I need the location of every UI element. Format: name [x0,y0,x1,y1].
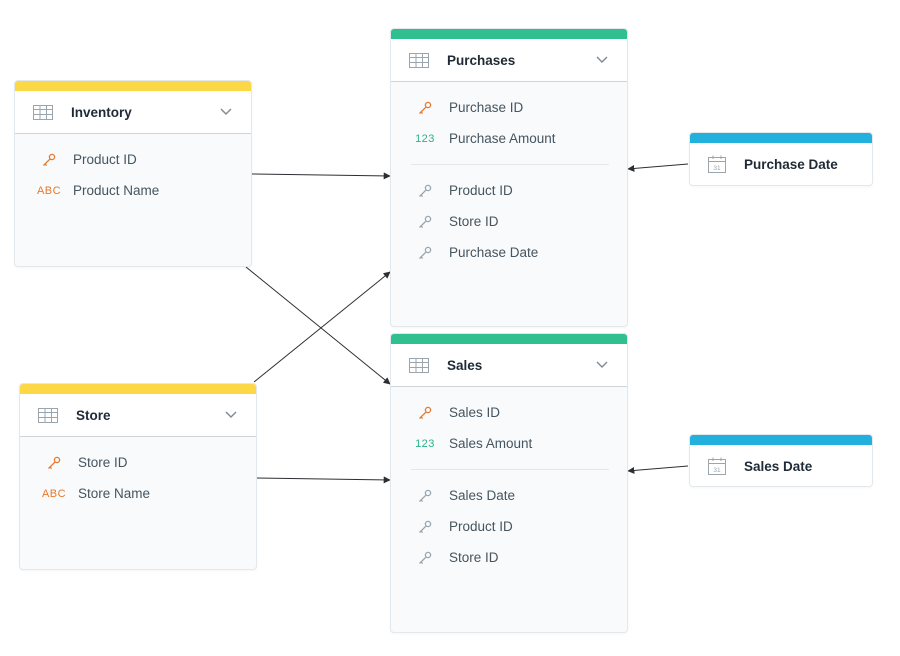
fact-dataset-bar [391,334,627,344]
field-reference[interactable]: Sales Date [391,480,627,511]
key-icon [411,101,439,115]
field-label: Store ID [449,214,499,229]
chevron-down-icon[interactable] [595,358,609,372]
field-reference[interactable]: Store ID [391,542,627,573]
svg-text:31: 31 [713,165,721,172]
chevron-down-icon[interactable] [224,408,238,422]
divider [411,164,609,165]
dataset-title: Sales Date [744,458,813,474]
table-icon [409,52,429,68]
field-primary-key[interactable]: Store ID [20,447,256,478]
divider [411,469,609,470]
date-dataset-card-sales-date[interactable]: 31 Sales Date [689,434,873,487]
edge-purchase-date-purchases [627,163,689,172]
field-reference[interactable]: Product ID [391,511,627,542]
field-label: Store ID [449,550,499,565]
field-fact[interactable]: 123 Sales Amount [391,428,627,459]
calendar-icon: 31 [708,457,726,475]
calendar-icon: 31 [708,155,726,173]
dataset-title: Store [76,407,111,423]
edge-sales-date-sales [627,465,689,474]
key-icon [40,456,68,470]
date-dataset-card-purchase-date[interactable]: 31 Purchase Date [689,132,873,186]
chevron-down-icon[interactable] [595,53,609,67]
svg-text:31: 31 [713,467,721,474]
field-label: Sales ID [449,405,501,420]
key-icon [411,184,439,198]
field-label: Purchase Amount [449,131,556,146]
key-icon [411,551,439,565]
edge-inventory-purchases [251,172,391,180]
field-label: Product ID [449,183,513,198]
dataset-header[interactable]: Sales [391,344,627,387]
field-reference[interactable]: Purchase Date [391,237,627,268]
key-icon [411,246,439,260]
dataset-title: Purchase Date [744,156,838,172]
dataset-card-store[interactable]: Store Store ID ABC Store Name [19,383,257,570]
text-type-icon: ABC [41,487,67,500]
field-label: Store Name [78,486,151,501]
field-primary-key[interactable]: Purchase ID [391,92,627,123]
key-icon [411,520,439,534]
edge-store-purchases [253,271,391,383]
key-icon [411,406,439,420]
text-type-icon: ABC [36,184,62,197]
edge-inventory-sales [245,266,391,385]
key-icon [411,489,439,503]
table-icon [409,357,429,373]
dataset-card-purchases[interactable]: Purchases Purchase ID 123 Purchase Amoun… [390,28,628,327]
key-icon [35,153,63,167]
field-label: Purchase ID [449,100,524,115]
field-label: Purchase Date [449,245,539,260]
field-reference[interactable]: Product ID [391,175,627,206]
table-icon [38,407,58,423]
date-dataset-bar [690,435,872,445]
edge-store-sales [256,476,391,484]
dataset-card-inventory[interactable]: Inventory Product ID ABC Product Name [14,80,252,267]
date-dataset-bar [690,133,872,143]
dataset-title: Inventory [71,104,132,120]
dataset-title: Sales [447,357,483,373]
field-reference[interactable]: Store ID [391,206,627,237]
dataset-card-sales[interactable]: Sales Sales ID 123 Sales Amount Sales Da… [390,333,628,633]
field-label: Product ID [73,152,137,167]
attribute-dataset-bar [15,81,251,91]
chevron-down-icon[interactable] [219,105,233,119]
dataset-header[interactable]: Purchases [391,39,627,82]
number-type-icon: 123 [415,132,435,145]
dataset-header[interactable]: Store [20,394,256,437]
field-label: Product Name [73,183,160,198]
field-label: Sales Amount [449,436,533,451]
fact-dataset-bar [391,29,627,39]
field-primary-key[interactable]: Product ID [15,144,251,175]
dataset-header[interactable]: 31 Purchase Date [690,143,872,185]
dataset-header[interactable]: Inventory [15,91,251,134]
field-primary-key[interactable]: Sales ID [391,397,627,428]
number-type-icon: 123 [415,437,435,450]
field-attribute[interactable]: ABC Product Name [15,175,251,206]
dataset-title: Purchases [447,52,516,68]
table-icon [33,104,53,120]
attribute-dataset-bar [20,384,256,394]
field-fact[interactable]: 123 Purchase Amount [391,123,627,154]
field-attribute[interactable]: ABC Store Name [20,478,256,509]
field-label: Store ID [78,455,128,470]
dataset-header[interactable]: 31 Sales Date [690,445,872,486]
field-label: Product ID [449,519,513,534]
key-icon [411,215,439,229]
field-label: Sales Date [449,488,516,503]
